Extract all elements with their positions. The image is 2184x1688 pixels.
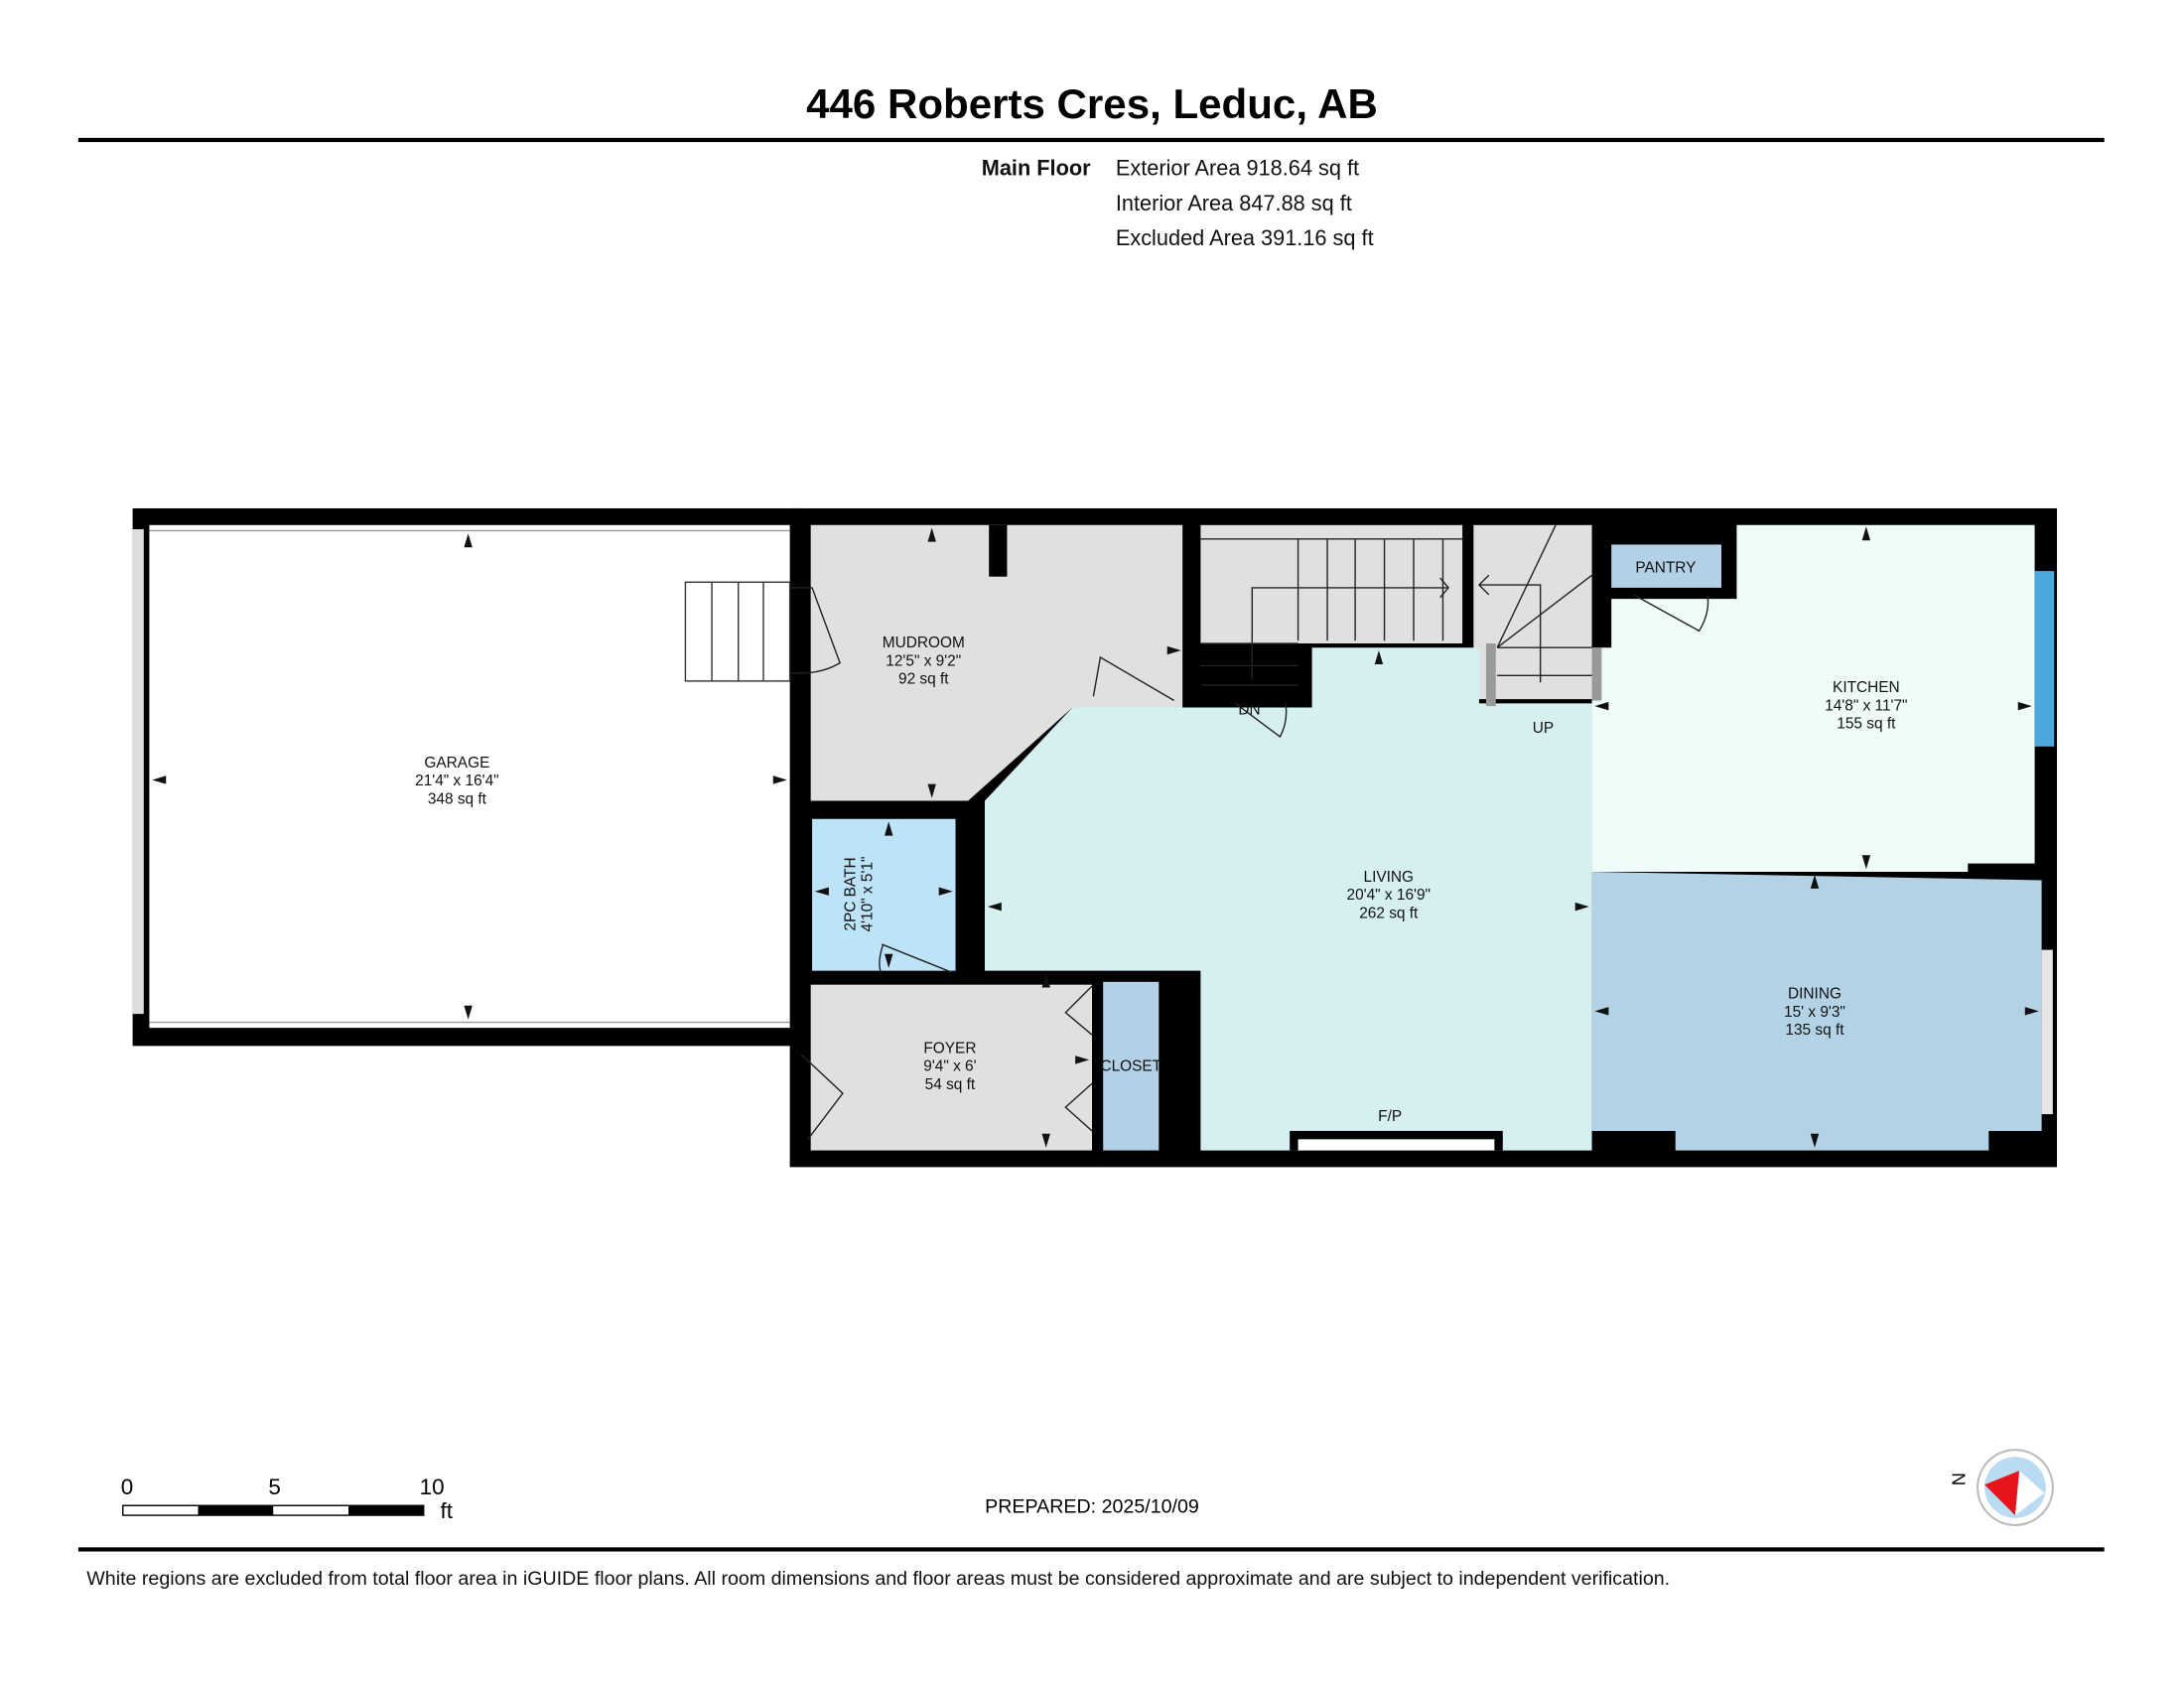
svg-text:N: N — [1948, 1473, 1969, 1485]
svg-text:155 sq ft: 155 sq ft — [1837, 716, 1896, 733]
label-closet: CLOSET — [1100, 1058, 1161, 1075]
room-pantry — [1611, 544, 1721, 588]
room-mudroom — [810, 524, 1183, 801]
svg-text:10: 10 — [420, 1475, 445, 1499]
svg-text:DINING: DINING — [1788, 986, 1842, 1003]
kitchen-window — [2034, 571, 2055, 747]
dimension-arrows — [152, 526, 2039, 1148]
header-rule — [77, 137, 2105, 143]
doors — [789, 587, 1709, 1140]
label-bath: 2PC BATH 4'10" x 5'1" — [843, 857, 877, 932]
label-up: UP — [1533, 720, 1554, 737]
svg-text:92 sq ft: 92 sq ft — [898, 671, 949, 688]
svg-text:20'4" x 16'9": 20'4" x 16'9" — [1347, 887, 1432, 904]
stairs — [1200, 524, 1592, 686]
floor-label: Main Floor — [982, 156, 1091, 181]
label-living: LIVING 20'4" x 16'9" 262 sq ft — [1347, 869, 1432, 921]
room-dining — [1591, 872, 2042, 1151]
label-down: DN — [1238, 702, 1260, 719]
room-garage — [149, 524, 790, 1029]
label-kitchen: KITCHEN 14'8" x 11'7" 155 sq ft — [1825, 679, 1907, 732]
svg-text:135 sq ft: 135 sq ft — [1785, 1022, 1844, 1039]
exterior-area: Exterior Area 918.64 sq ft — [1116, 156, 1359, 181]
room-foyer — [810, 984, 1092, 1151]
svg-text:LIVING: LIVING — [1364, 869, 1415, 886]
svg-text:KITCHEN: KITCHEN — [1833, 679, 1900, 696]
room-living — [984, 647, 1592, 1151]
label-garage: GARAGE 21'4" x 16'4" 348 sq ft — [415, 755, 499, 807]
interior-area: Interior Area 847.88 sq ft — [1116, 191, 1352, 215]
room-bath — [812, 818, 956, 971]
label-fireplace: F/P — [1378, 1108, 1402, 1125]
label-mudroom: MUDROOM 12'5" x 9'2" 92 sq ft — [883, 634, 965, 687]
svg-text:262 sq ft: 262 sq ft — [1359, 905, 1419, 921]
svg-text:348 sq ft: 348 sq ft — [428, 790, 487, 807]
svg-text:12'5" x 9'2": 12'5" x 9'2" — [886, 652, 961, 669]
footer-rule — [77, 1547, 2105, 1552]
svg-text:ft: ft — [441, 1498, 454, 1523]
room-kitchen — [1591, 524, 2035, 873]
label-pantry: PANTRY — [1635, 559, 1696, 576]
mudroom-pillar — [989, 524, 1008, 577]
page-title: 446 Roberts Cres, Leduc, AB — [806, 80, 1378, 127]
prepared-date: PREPARED: 2025/10/09 — [985, 1495, 1199, 1517]
compass-icon: N — [1948, 1449, 2054, 1526]
label-dining: DINING 15' x 9'3" 135 sq ft — [1784, 986, 1845, 1039]
svg-text:GARAGE: GARAGE — [424, 755, 489, 772]
svg-text:0: 0 — [121, 1475, 133, 1499]
dining-door — [2041, 949, 2053, 1115]
svg-text:FOYER: FOYER — [923, 1040, 976, 1056]
scale-bar: 0 5 10 ft — [121, 1475, 454, 1523]
svg-text:14'8" x 11'7": 14'8" x 11'7" — [1825, 697, 1907, 714]
svg-text:5: 5 — [268, 1475, 280, 1499]
svg-text:15' x 9'3": 15' x 9'3" — [1784, 1004, 1845, 1021]
stairs-down-area — [1200, 524, 1463, 644]
garage-steps — [684, 581, 791, 682]
room-closet — [1103, 981, 1160, 1151]
footer-disclaimer: White regions are excluded from total fl… — [86, 1568, 1670, 1590]
garage-door — [132, 529, 144, 1015]
svg-text:21'4" x 16'4": 21'4" x 16'4" — [415, 773, 499, 789]
svg-text:9'4" x 6': 9'4" x 6' — [923, 1058, 976, 1075]
label-foyer: FOYER 9'4" x 6' 54 sq ft — [923, 1040, 976, 1092]
svg-text:4'10" x 5'1": 4'10" x 5'1" — [859, 857, 876, 932]
svg-text:2PC BATH: 2PC BATH — [843, 857, 860, 930]
excluded-area: Excluded Area 391.16 sq ft — [1116, 225, 1374, 250]
svg-text:MUDROOM: MUDROOM — [883, 634, 965, 651]
svg-text:54 sq ft: 54 sq ft — [925, 1076, 976, 1093]
